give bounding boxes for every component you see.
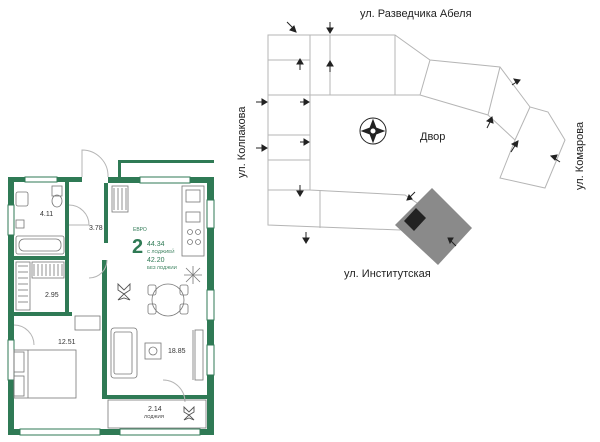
- euro-label: ЕВРО: [133, 227, 147, 233]
- tv-stand: [194, 329, 204, 381]
- wardrobe: [15, 261, 31, 311]
- wall-kitchen-left: [104, 183, 108, 243]
- room-area-bathroom: 4.11: [40, 211, 54, 218]
- compass-rose-icon: [359, 117, 387, 145]
- loggia: [107, 399, 207, 429]
- selected-building: [395, 188, 472, 265]
- wall-balcony-top: [102, 395, 207, 399]
- bathtub: [15, 235, 65, 255]
- street-label-west: ул. Колпакова: [236, 106, 248, 178]
- wall-bottom: [8, 429, 214, 435]
- wall-bedroom-top: [14, 312, 72, 316]
- bed: [13, 349, 77, 399]
- yard-label: Двор: [420, 131, 446, 143]
- balcony-rail-top: [118, 160, 214, 163]
- with-loggia-label: С ЛОДЖИЕЙ: [147, 249, 175, 254]
- sofa: [110, 327, 138, 379]
- room-area-loggia: 2.14: [148, 406, 162, 413]
- room-area-kitchen-living: 18.85: [168, 348, 186, 355]
- rooms-count: 2: [132, 236, 144, 258]
- sink: [15, 191, 29, 207]
- wall-bath-right: [65, 182, 69, 260]
- wall-bath-bottom: [14, 256, 68, 260]
- bedroom-wardrobe: [74, 315, 101, 331]
- dining-table: [151, 283, 185, 317]
- street-label-south: ул. Институтская: [344, 268, 431, 280]
- plant-icon: [117, 282, 195, 421]
- building-outline: [267, 34, 566, 231]
- area-without-loggia: 42.20: [147, 257, 165, 264]
- kitchen-counter: [181, 185, 205, 257]
- selected-section: [404, 208, 426, 231]
- balcony-rail-left: [118, 160, 121, 180]
- street-label-east: ул. Комарова: [574, 121, 586, 190]
- wall-left: [8, 177, 14, 435]
- coffee-table: [144, 342, 162, 360]
- room-area-bedroom: 12.51: [58, 339, 76, 346]
- area-with-loggia: 44.34: [147, 241, 165, 248]
- without-loggia-label: БЕЗ ЛОДЖИИ: [147, 265, 177, 270]
- loggia-label: ЛОДЖИЯ: [144, 414, 165, 419]
- wall-bedroom-right: [102, 260, 107, 395]
- room-area-storage: 2.95: [45, 292, 59, 299]
- storage-shelf: [31, 261, 65, 279]
- wall-storage-right: [65, 260, 69, 315]
- toilet: [51, 185, 63, 197]
- street-label-north: ул. Разведчика Абеля: [360, 8, 472, 20]
- room-area-hallway: 3.78: [89, 225, 103, 232]
